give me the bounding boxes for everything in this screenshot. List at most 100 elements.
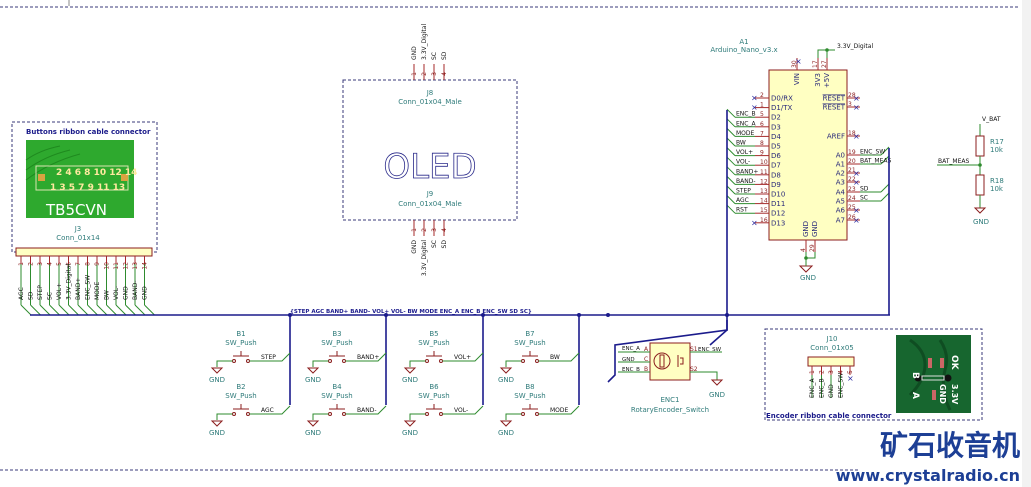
arduino-pin-number: 13 [760,188,768,195]
gnd-symbol [499,367,513,374]
enc-pin-a: A [644,346,649,353]
arduino-pin-name: A0 [836,152,845,160]
j9-pin-number: 3 [431,228,438,232]
divider-gnd-symbol [973,207,987,214]
arduino-power-net: 3.3V_Digital [837,43,873,50]
j8-pin-number: 1 [411,72,418,76]
arduino-pin-number: 29 [809,244,816,252]
arduino-pin-name: A2 [836,170,845,178]
j3-pin-net: STEP [37,285,44,300]
switch-gnd-label: GND [305,376,321,384]
switch-value: SW_Push [514,339,545,347]
divider-gnd-label: GND [973,218,989,226]
j8-pin-net: SD [441,51,448,60]
arduino-pin-name: D4 [771,133,781,141]
watermark-url: www.crystalradio.cn [836,466,1020,485]
arduino-pin-name: RESET [823,104,846,112]
enc-pin-b-net: ENC_B [622,367,640,373]
no-connect-icon: × [853,132,860,141]
switch-net-label: BAND+ [357,354,379,361]
j3-pin-net: MODE [94,281,101,300]
arduino-pin-name: D6 [771,152,781,160]
arduino-pin-name: D9 [771,181,781,189]
scrollbar[interactable] [1022,0,1031,487]
arduino-pin-net: RST [736,207,748,214]
enc1-ref: ENC1 [660,396,679,404]
j3-pin-net: GND [142,286,149,300]
j3-pin-net: ENC_SW [85,275,92,300]
switch-net-label: BW [550,354,560,361]
switch-ref: B4 [332,383,342,391]
arduino-pin-name: D12 [771,210,785,218]
arduino-pin-name: A4 [836,189,846,197]
arduino-pin-name: A3 [836,179,845,187]
gnd-symbol [306,367,320,374]
no-connect-icon: × [853,216,860,225]
j3-pin-net: VOL+ [56,283,63,300]
j3-pin-number: 8 [85,262,92,266]
j3-value: Conn_01x14 [56,234,100,242]
j3-pin-net: BW [104,290,111,300]
oled-frame [342,79,518,221]
enc-pin-a-net: ENC_A [622,346,640,352]
switch-net-label: VOL+ [454,354,471,361]
switch-ref: B8 [525,383,534,391]
arduino-pin-name: D2 [771,114,781,122]
j3-pin-number: 5 [56,262,63,266]
switch-value: SW_Push [418,392,449,400]
arduino-pin-name: VIN [793,73,801,85]
gnd-symbol [499,420,513,427]
j3-pin-number: 14 [142,262,149,270]
j10-pin-net: ENC_A [809,378,816,398]
r18-resistor [975,174,985,196]
no-connect-icon: × [751,103,758,112]
arduino-pin-number: 23 [848,186,856,193]
r17-ref: R17 [990,138,1004,146]
arduino-pin-number: 16 [760,217,768,224]
j3-pin-net: AGC [18,287,25,300]
watermark-cn: 矿石收音机 [880,429,1020,462]
gnd-symbol [403,420,417,427]
j8-pin-net: SC [431,52,438,60]
j8-pin-net: 3.3V_Digital [421,24,428,60]
switch-value: SW_Push [225,392,256,400]
j3-pin-net: GND [123,286,130,300]
arduino-pin-number: 6 [760,121,764,128]
pcb-label-ok: OK [949,355,959,371]
j3-pin-net: 3.3V_Digital [66,264,73,300]
gnd-symbol [306,420,320,427]
a1-ref: A1 [739,38,748,46]
j8-pin-number: 4 [441,72,448,76]
arduino-pin-net: ENC_A [736,120,756,127]
enc1-value: RotaryEncoder_Switch [631,406,709,414]
j3-pin-number: 6 [66,262,73,266]
j10-pin-number: 3 [828,370,835,374]
j10-ref: J10 [826,335,838,343]
j3-pin-net: SC [47,292,54,300]
j3-pin-net: BAND+ [75,278,82,300]
arduino-pin-net: ENC_B [736,111,756,118]
switch-value: SW_Push [418,339,449,347]
switch-value: SW_Push [321,392,352,400]
enc-pin-s1-net: ENC_SW [698,347,722,353]
j3-pin-number: 2 [28,262,35,266]
j10-value: Conn_01x05 [810,344,854,352]
switch-ref: B7 [525,330,534,338]
j10-pin-net: ENC_B [819,378,826,398]
switch-ref: B2 [236,383,245,391]
no-connect-icon: × [751,218,758,227]
arduino-pin-number: 27 [821,60,828,68]
j3-pin-number: 12 [123,262,130,270]
switch-net-label: AGC [261,407,274,414]
j10-pin-net: ENC_SW [838,373,845,398]
j3-pin-number: 10 [104,262,111,270]
j3-ref: J3 [74,225,82,233]
arduino-pin-name: A1 [836,161,845,169]
enc-pin-c: C [644,356,648,363]
arduino-pin-net: ENC_SW [860,149,885,156]
arduino-pin-name: AREF [827,133,845,141]
